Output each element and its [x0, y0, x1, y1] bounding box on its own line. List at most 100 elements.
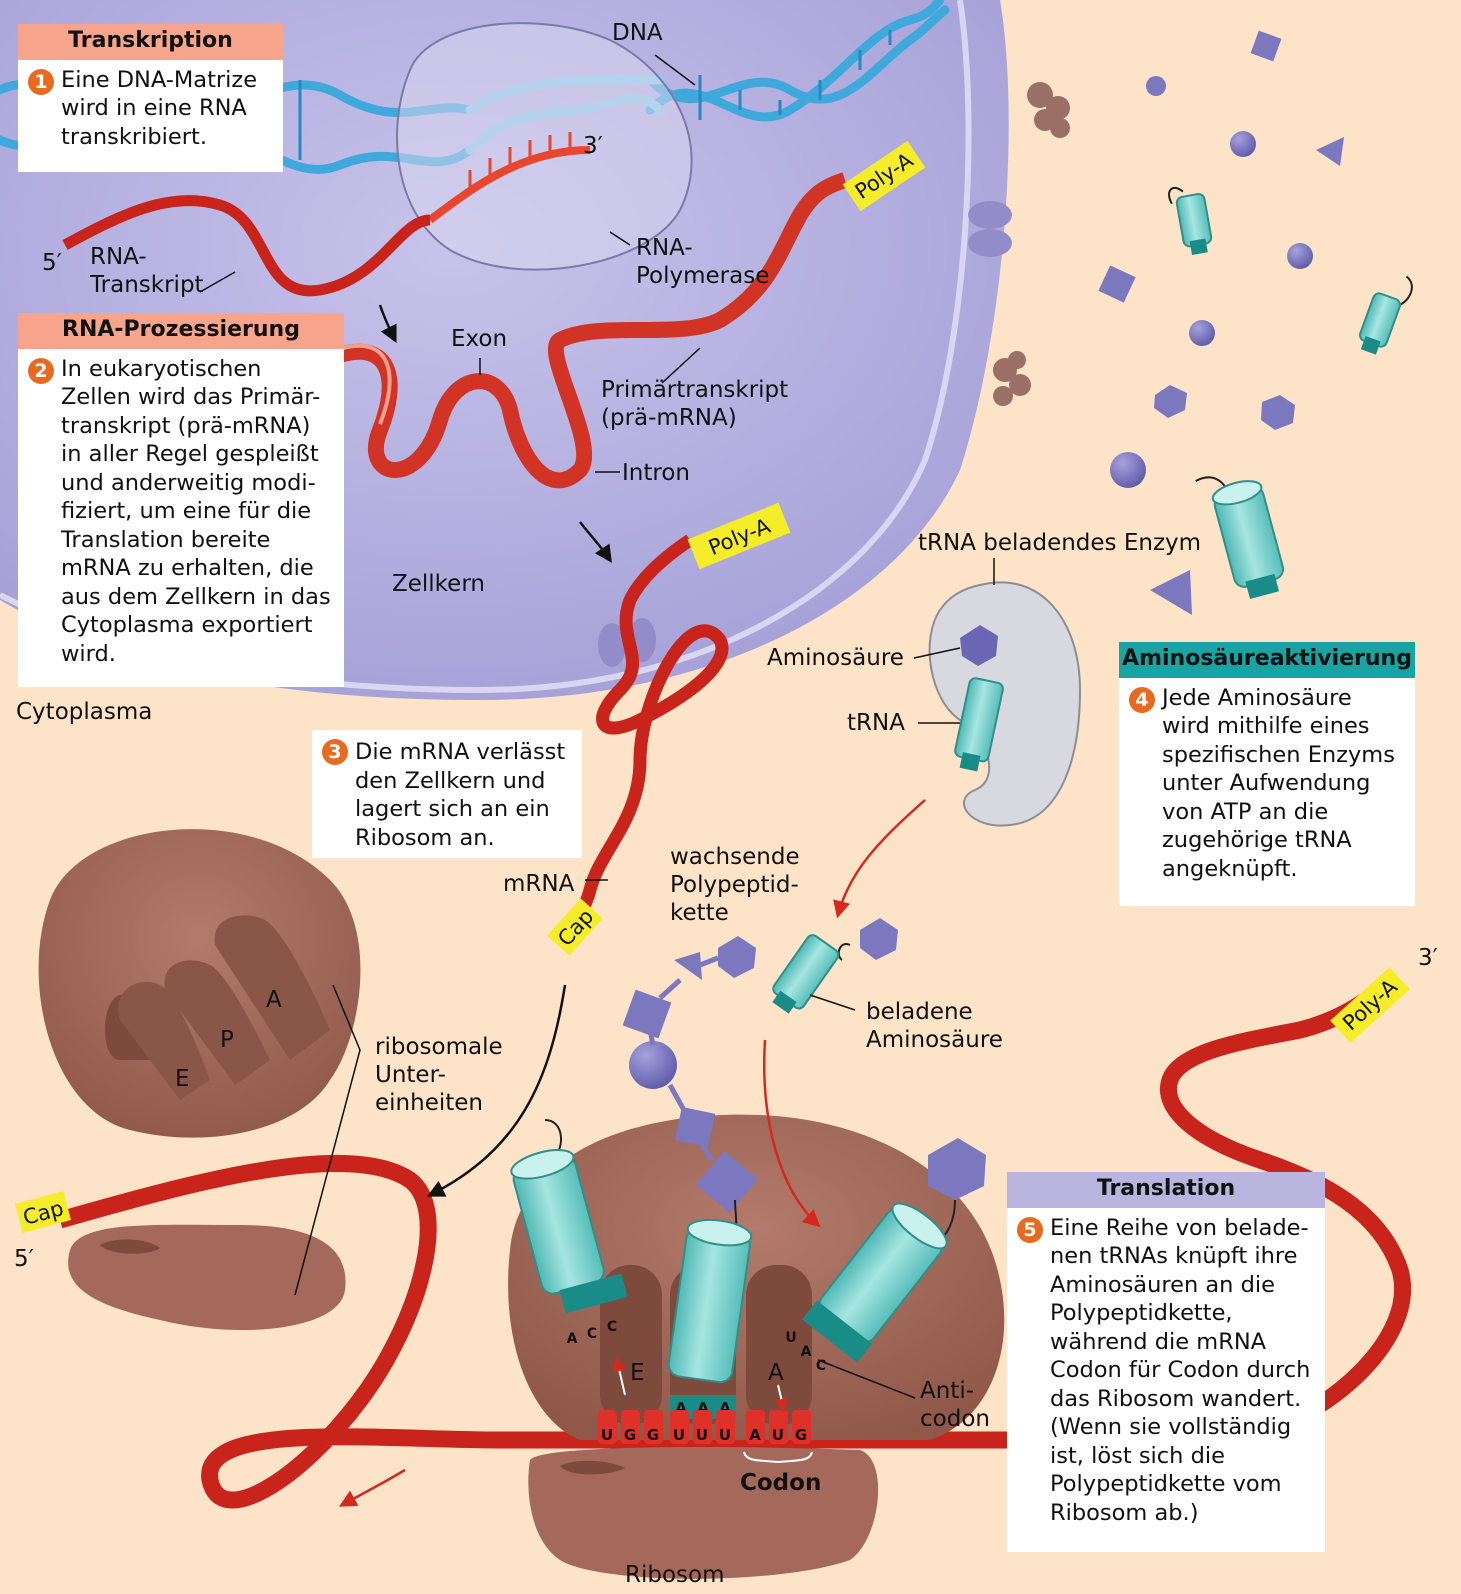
mrna-label: mRNA: [503, 871, 575, 897]
transcription-rna-strand: [427, 146, 591, 224]
exon-label: Exon: [451, 326, 507, 352]
leader-lines: [199, 54, 995, 1399]
free-amino-acids: [1098, 30, 1344, 615]
site-a-label-left: A: [266, 987, 282, 1013]
codon-label: Codon: [740, 1470, 821, 1496]
growing-chain-label-1: wachsende: [670, 844, 800, 870]
trna-enzyme-label: tRNA beladendes Enzym: [918, 530, 1201, 556]
processing-text: In eukaryotischen Zellen wird das Primär…: [61, 355, 331, 667]
export-text: Die mRNA verlässt den Zellkern und lager…: [355, 739, 566, 851]
primary-transcript-label-2: (prä-mRNA): [601, 405, 737, 431]
rna-polymerase-label-2: Polymerase: [636, 263, 769, 289]
growing-chain-label-2: Polypeptid-: [670, 872, 799, 898]
mrna-base-9: G: [795, 1426, 807, 1444]
step-number-4: 4: [1129, 686, 1155, 713]
transcription-body: 1 Eine DNA-Matrize wird in eine RNA tran…: [18, 60, 283, 160]
trna-a-site: U A C: [785, 1138, 986, 1374]
rna-polymerase-label-1: RNA-: [636, 235, 693, 261]
translation-body: 5 Eine Reihe von belade-nen tRNAs knüpft…: [1007, 1208, 1325, 1536]
transcription-title: Transkription: [18, 24, 283, 60]
site-e-label-ribosome: E: [630, 1360, 645, 1386]
anticodon-right-2: A: [801, 1344, 812, 1360]
anticodon-left-3: C: [607, 1319, 617, 1335]
small-subunit-groove: [100, 1239, 160, 1254]
dna-label: DNA: [612, 20, 663, 46]
poly-a-tag-top: [842, 140, 926, 212]
trna-e-site: A C C: [510, 1119, 628, 1347]
cap-tag-lower: [14, 1191, 72, 1233]
rna-transcript-label-2: Transkript: [89, 272, 204, 298]
trna-charging-enzyme: [928, 581, 1082, 827]
ribosomal-subunits-label-2: Unter-: [375, 1062, 446, 1088]
activation-box: Aminosäureaktivierung 4 Jede Aminosäure …: [1119, 642, 1415, 906]
polypeptide-chain: [622, 936, 758, 1213]
processing-body: 2 In eukaryotischen Zellen wird das Prim…: [18, 349, 344, 677]
anticodon-right-3: C: [816, 1358, 826, 1374]
ribosome-small-subunit: [68, 1224, 346, 1330]
primary-transcript-ribbon: [337, 172, 848, 489]
processing-box: RNA-Prozessierung 2 In eukaryotischen Ze…: [18, 313, 344, 687]
free-trnas: [1168, 187, 1413, 600]
mrna-base-7: A: [749, 1426, 761, 1444]
mrna-base-3: G: [647, 1426, 659, 1444]
mrna-base-1: U: [601, 1426, 613, 1444]
step-number-1: 1: [28, 68, 54, 95]
primary-transcript-label-1: Primärtranskript: [601, 377, 788, 403]
rna-polymerase-bubble: [396, 22, 693, 271]
ribosomal-subunits-label-1: ribosomale: [375, 1034, 503, 1060]
step-number-2: 2: [28, 357, 54, 384]
ribosome-large-subunit: [38, 829, 361, 1138]
primary-transcript-highlight: [339, 343, 392, 425]
poly-a-tag-lower: [1330, 967, 1410, 1043]
transcription-box: Transkription 1 Eine DNA-Matrize wird in…: [18, 24, 283, 172]
mrna-base-8: U: [772, 1426, 784, 1444]
anticodon-label-1: Anti-: [920, 1378, 974, 1404]
trna-label: tRNA: [847, 710, 905, 736]
ribosome-label: Ribosom: [625, 1562, 725, 1588]
transcription-text: Eine DNA-Matrize wird in eine RNA transk…: [61, 66, 258, 150]
exported-mrna-ribbon: [560, 534, 729, 935]
anticodon-left-1: A: [567, 1331, 578, 1347]
mrna-base-6: U: [719, 1426, 731, 1444]
free-ribosome-clusters: [993, 82, 1070, 406]
translation-text: Eine Reihe von belade-nen tRNAs knüpft i…: [1050, 1214, 1311, 1526]
export-body: 3 Die mRNA verlässt den Zellkern und lag…: [312, 730, 582, 860]
mrna-codon-bases: U G G U U U A U G: [598, 1410, 813, 1464]
anticodon-right-1: U: [785, 1330, 796, 1346]
flow-arrows: [338, 304, 926, 1507]
three-prime-dna-label: 3′: [583, 133, 603, 159]
mrna-base-2: G: [624, 1426, 636, 1444]
activation-body: 4 Jede Aminosäure wird mithilfe eines sp…: [1119, 678, 1415, 892]
step-number-3: 3: [322, 739, 348, 765]
translation-box: Translation 5 Eine Reihe von belade-nen …: [1007, 1172, 1325, 1552]
ribosomal-subunits-label-3: einheiten: [375, 1090, 483, 1116]
amino-acid-label: Aminosäure: [767, 645, 904, 671]
cytoplasm-label: Cytoplasma: [16, 699, 152, 725]
growing-chain-label-3: kette: [670, 900, 729, 926]
site-e-label-left: E: [175, 1066, 190, 1092]
rna-transcript-ribbon: [62, 195, 431, 297]
poly-a-tag-middle: [687, 502, 791, 570]
anticodon-left-2: C: [587, 1326, 597, 1342]
nucleus-label: Zellkern: [392, 571, 485, 597]
three-prime-lower-label: 3′: [1418, 945, 1438, 971]
transcription-rna-bases: [468, 132, 572, 190]
translation-title: Translation: [1007, 1172, 1325, 1208]
intron-label: Intron: [622, 460, 690, 486]
processing-title: RNA-Prozessierung: [18, 313, 344, 349]
activation-text: Jede Aminosäure wird mithilfe eines spez…: [1162, 684, 1395, 882]
site-a-label-ribosome: A: [768, 1360, 784, 1386]
five-prime-lower-label: 5′: [14, 1246, 34, 1272]
site-p-label-left: P: [220, 1027, 234, 1053]
anticodon-label-2: codon: [920, 1406, 990, 1432]
charged-trna-incoming: [772, 918, 898, 1014]
cap-tag-middle: [547, 898, 603, 956]
step-number-5: 5: [1017, 1216, 1043, 1243]
loaded-amino-label-1: beladene: [866, 999, 973, 1025]
mrna-base-5: U: [696, 1426, 708, 1444]
five-prime-top-label: 5′: [42, 250, 62, 276]
export-box: 3 Die mRNA verlässt den Zellkern und lag…: [312, 730, 582, 858]
loaded-amino-label-2: Aminosäure: [866, 1027, 1003, 1053]
mrna-base-4: U: [673, 1426, 685, 1444]
